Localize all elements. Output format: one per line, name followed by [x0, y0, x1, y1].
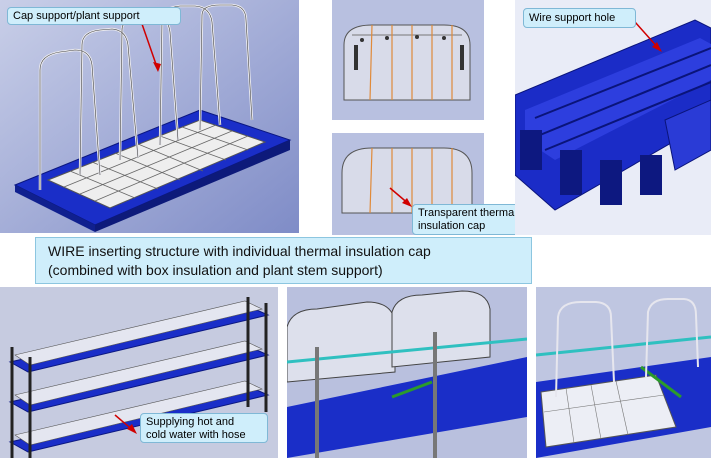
- structure-description-banner: WIRE inserting structure with individual…: [35, 237, 532, 284]
- panel-transparent-cap: [332, 0, 484, 120]
- callout-transparent-cap: Transparent thermal insulation cap: [412, 204, 532, 235]
- banner-line-2: (combined with box insulation and plant …: [48, 262, 383, 278]
- banner-line-1: WIRE inserting structure with individual…: [48, 243, 431, 259]
- panel-caps-on-trays: [287, 287, 527, 458]
- rack-system-illustration: [0, 287, 278, 458]
- arrow-cap-support: [141, 23, 159, 71]
- panel-wire-frame-trays: [536, 287, 711, 458]
- tray-with-arches-illustration: [0, 0, 299, 233]
- wire-frame-trays-illustration: [536, 287, 711, 458]
- transparent-cap-illustration: [332, 0, 484, 120]
- panel-rack-system: [0, 287, 278, 458]
- wire-support-hole-illustration: [515, 0, 711, 235]
- callout-wire-support-hole: Wire support hole: [523, 8, 636, 28]
- callout-cap-support: Cap support/plant support: [7, 7, 181, 25]
- callout-hot-cold-water: Supplying hot and cold water with hose: [140, 413, 268, 443]
- panel-wire-support-hole: [515, 0, 711, 235]
- caps-on-trays-illustration: [287, 287, 527, 458]
- panel-tray-with-wire-supports: [0, 0, 299, 233]
